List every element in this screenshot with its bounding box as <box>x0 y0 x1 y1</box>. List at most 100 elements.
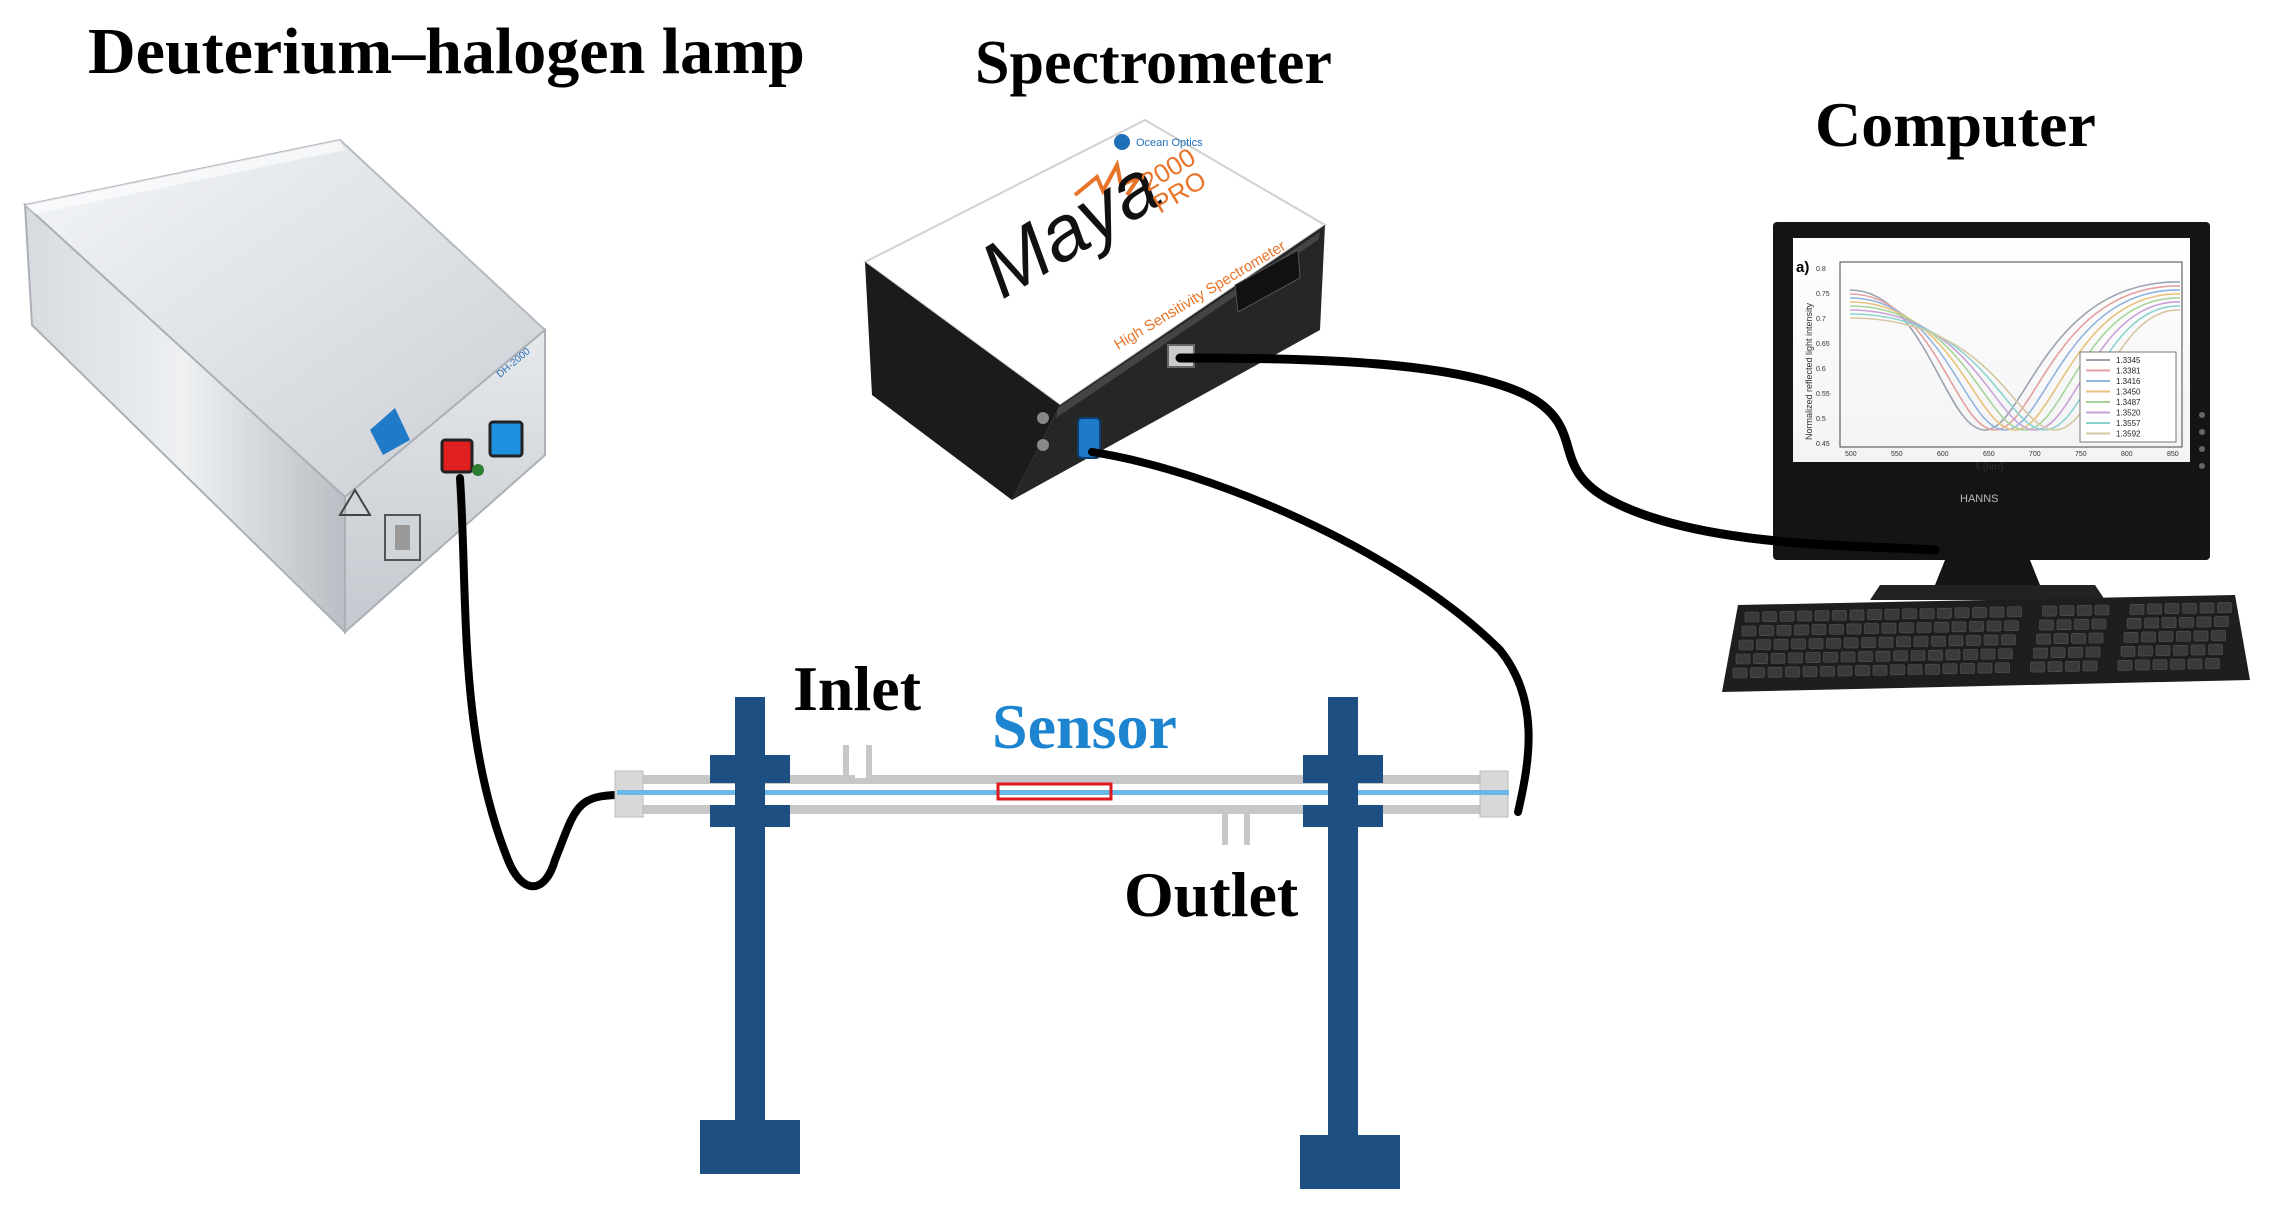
screen-plot-legend-entry: 1.3487 <box>2116 398 2141 407</box>
keyboard-key <box>1767 666 1783 678</box>
keyboard-key <box>1960 663 1975 674</box>
sma-fiber-connector <box>1077 417 1101 459</box>
keyboard-key <box>1762 611 1777 622</box>
keyboard-key <box>1998 648 2013 660</box>
screen-plot-xtick: 500 <box>1845 451 1857 458</box>
keyboard-key <box>1855 665 1870 676</box>
screen-plot-xtick: 750 <box>2075 451 2087 458</box>
keyboard-key <box>2138 645 2153 657</box>
keyboard-key <box>1913 636 1929 647</box>
keyboard-key <box>2123 631 2139 643</box>
screen-plot-curve <box>1849 297 2181 431</box>
keyboard-key <box>1875 650 1891 662</box>
keyboard-key <box>1969 621 1984 632</box>
monitor-brand: HANNS <box>1960 493 1999 505</box>
keyboard-key <box>2068 647 2083 658</box>
outlet-port-wall-right <box>1244 810 1250 845</box>
outlet-label: Outlet <box>1124 859 1299 930</box>
red-power-button[interactable] <box>440 438 474 474</box>
deuterium-halogen-lamp: DH-2000 <box>22 138 547 635</box>
keyboard-key <box>2190 644 2206 656</box>
keyboard-key <box>1989 606 2005 618</box>
maya-logo-leaves-icon <box>1073 159 1145 197</box>
keyboard-key <box>2047 661 2063 673</box>
keyboard-key <box>1779 610 1795 622</box>
computer: HANNS a) Normalized reflected light inte… <box>1722 222 2250 692</box>
screen-plot-ytick: 0.8 <box>1816 266 1826 273</box>
keyboard-key <box>2033 647 2048 659</box>
keyboard-key <box>1750 667 1765 678</box>
keyboard-key <box>1954 607 1970 619</box>
sensor-region <box>996 782 1113 801</box>
screen-plot: a) Normalized reflected light intensity … <box>1796 259 2183 473</box>
keyboard-key <box>1919 608 1935 619</box>
keyboard-key <box>1893 650 1908 662</box>
keyboard-key <box>1840 651 1856 663</box>
keyboard-key <box>2059 605 2075 617</box>
keyboard-key <box>1759 625 1774 636</box>
spectrometer-maker: Ocean Optics <box>1136 137 1203 149</box>
keyboard-key <box>1881 622 1897 634</box>
keyboard-key <box>1945 649 1961 661</box>
keyboard-key <box>2126 617 2142 629</box>
keyboard-key <box>1735 653 1751 665</box>
keyboard-key <box>2120 645 2136 657</box>
keyboard-key <box>1890 664 1905 676</box>
screen-plot-ytick: 0.65 <box>1816 341 1830 348</box>
screen-plot-xtick: 600 <box>1937 451 1949 458</box>
keyboard-key <box>2077 605 2092 616</box>
screen-plot-legend-entries: 1.33451.33811.34161.34501.34871.35201.35… <box>2086 356 2141 439</box>
keyboard-key <box>2158 631 2174 642</box>
keyboard-key <box>1907 664 1923 675</box>
keyboard-key <box>1732 667 1748 679</box>
keyboard-key <box>1829 623 1844 635</box>
keyboard-key <box>2161 617 2177 628</box>
keyboard-key <box>2007 606 2022 618</box>
screen-plot-legend-entry: 1.3345 <box>2116 356 2141 365</box>
keyboard-key <box>1843 637 1859 649</box>
keyboard-key <box>1770 652 1786 664</box>
keyboard-key <box>1972 607 1987 618</box>
lamp-fiber-cable <box>456 474 624 891</box>
keyboard-key <box>1791 638 1806 650</box>
keyboard-key <box>1983 634 1999 646</box>
lamp-label: Deuterium–halogen lamp <box>88 15 805 88</box>
screen-plot-xtick: 800 <box>2121 451 2133 458</box>
keyboard-key <box>1878 636 1894 648</box>
keyboard-key <box>1872 664 1888 676</box>
keyboard-key <box>1741 625 1757 637</box>
screen-plot-xlabel: λ (nm) <box>1975 462 2003 473</box>
keyboard-key <box>1846 623 1862 635</box>
screen-plot-ylabel: Normalized reflected light intensity <box>1804 302 1814 440</box>
keyboard-key <box>1995 662 2010 674</box>
keyboard-key <box>1823 651 1838 663</box>
screen-plot-xtick: 700 <box>2029 451 2041 458</box>
monitor-stand <box>1870 585 2105 600</box>
screen-plot-ytick: 0.55 <box>1816 391 1830 398</box>
usb-cable <box>1175 353 1940 555</box>
keyboard-key <box>1899 622 1914 634</box>
keyboard-key <box>1794 624 1809 636</box>
keyboard-key <box>2050 647 2066 659</box>
blue-shutter-button[interactable] <box>488 420 524 458</box>
keyboard-key <box>1837 665 1853 677</box>
keyboard-key <box>1884 608 1900 620</box>
screen-plot-ytick: 0.6 <box>1816 366 1826 373</box>
keyboard-key <box>2071 633 2086 644</box>
keyboard-key <box>2074 619 2089 630</box>
keyboard-key <box>2088 632 2104 644</box>
keyboard-key <box>1896 636 1911 648</box>
screen-plot-xtick: 550 <box>1891 451 1903 458</box>
keyboard-key <box>1753 653 1768 664</box>
keyboard-key <box>2155 645 2171 656</box>
keyboard-key <box>2085 646 2101 658</box>
keyboard-key <box>1966 635 1981 646</box>
flow-cell-top-wall <box>620 775 1490 784</box>
keyboard-key <box>1963 649 1978 660</box>
keyboard-key <box>1928 649 1943 661</box>
screen-plot-curve <box>1849 301 2181 431</box>
keyboard-key <box>2004 620 2019 632</box>
keyboard-key <box>1934 621 1949 633</box>
outlet-port-wall-left <box>1222 810 1228 845</box>
